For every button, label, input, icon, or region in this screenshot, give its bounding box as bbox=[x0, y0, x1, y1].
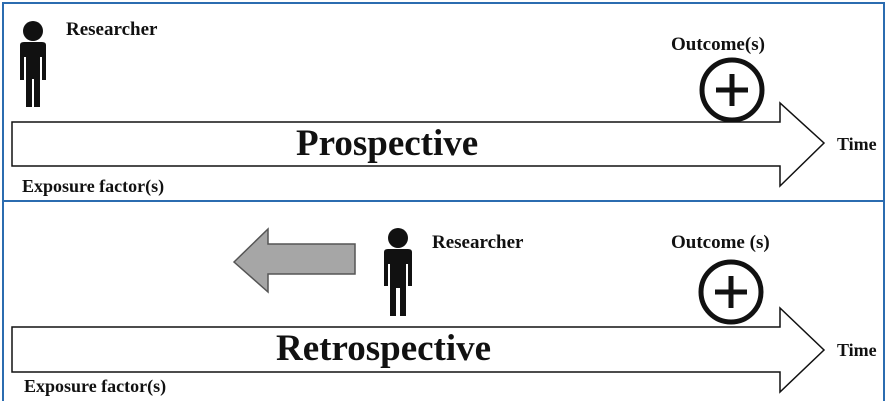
outcome-label: Outcome (s) bbox=[671, 232, 770, 253]
researcher-label: Researcher bbox=[66, 19, 158, 40]
retrospective-panel: Researcher Outcome (s) Retrospective Tim… bbox=[11, 227, 877, 397]
prospective-panel: Researcher Outcome(s) Prospective Time E… bbox=[11, 19, 877, 197]
exposure-label: Exposure factor(s) bbox=[22, 176, 164, 197]
time-label: Time bbox=[837, 134, 877, 154]
retrospective-label: Retrospective bbox=[276, 328, 491, 369]
prospective-label: Prospective bbox=[296, 123, 478, 164]
outcome-label: Outcome(s) bbox=[671, 34, 765, 55]
exposure-label: Exposure factor(s) bbox=[24, 376, 166, 397]
left-arrow-icon bbox=[232, 227, 356, 294]
plus-circle-icon bbox=[699, 57, 765, 123]
researcher-label: Researcher bbox=[432, 232, 524, 253]
prospective-time-arrow bbox=[11, 101, 826, 188]
person-icon bbox=[20, 21, 46, 107]
time-label: Time bbox=[837, 340, 877, 360]
retrospective-time-arrow bbox=[11, 306, 826, 394]
plus-circle-icon bbox=[698, 259, 764, 325]
person-icon bbox=[384, 228, 412, 316]
